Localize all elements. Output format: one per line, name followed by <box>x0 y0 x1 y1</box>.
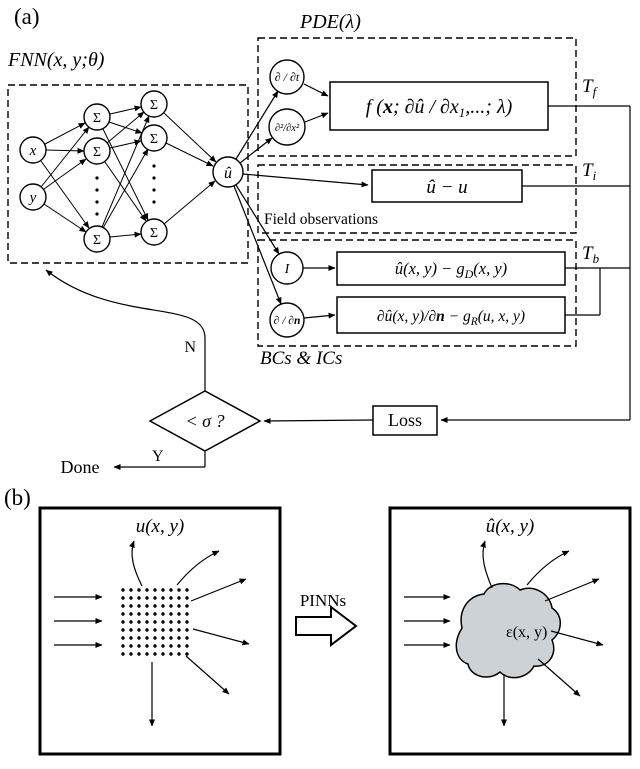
panel-b-label: (b) <box>4 485 31 510</box>
operator-d2dx2-node <box>268 108 306 146</box>
branch-yes-label: Y <box>152 448 164 465</box>
hidden-node <box>140 218 168 246</box>
true-field-box <box>38 506 282 756</box>
epsilon-blob <box>455 582 561 679</box>
sigma-label: Σ <box>150 226 158 241</box>
input-node-y <box>19 183 47 211</box>
robin-residual-label: ∂û(x, y)/∂n − gR(u, x, y) <box>377 308 525 328</box>
sigma-label: Σ <box>93 111 101 126</box>
output-u-hat-label: û <box>224 165 232 182</box>
panel-a-label: (a) <box>14 4 40 29</box>
loss-label: Loss <box>388 410 422 430</box>
decision-label: < σ ? <box>185 411 224 431</box>
done-label: Done <box>61 457 100 477</box>
observations-residual-label: û − u <box>426 177 467 198</box>
predicted-field-box <box>388 506 632 756</box>
sigma-label: Σ <box>150 132 158 147</box>
hidden-node <box>83 225 111 253</box>
hidden-layer-ellipsis <box>95 164 156 216</box>
dirichlet-residual-label: û(x, y) − gD(x, y) <box>395 259 507 281</box>
observations-box <box>257 164 577 234</box>
panel-b: (b) u(x, y) PINNs <box>4 485 632 756</box>
pinns-block-arrow-icon <box>295 604 358 648</box>
pde-title: PDE(λ) <box>299 11 361 33</box>
pde-block: PDE(λ) ∂ / ∂t ∂²/∂x² f (x; ∂û / ∂x1,...;… <box>257 11 577 157</box>
hidden-node <box>83 103 111 131</box>
observations-caption: Field observations <box>264 211 378 228</box>
observations-block: û − u Field observations <box>257 164 577 234</box>
operator-identity-label: I <box>284 262 291 277</box>
input-x-label: x <box>29 143 37 159</box>
pinns-transition: PINNs <box>295 591 358 648</box>
sigma-label: Σ <box>93 233 101 248</box>
term-tf: Tf <box>582 76 599 99</box>
predicted-field-domain: û(x, y) ε(x, y) <box>388 506 632 756</box>
pde-box <box>257 37 577 157</box>
pde-residual-box <box>329 81 549 131</box>
panel-a: (a) FNN(x, y;θ) <box>7 4 631 477</box>
term-ti: Ti <box>582 160 597 183</box>
feedback-path <box>45 269 206 391</box>
operator-identity-node <box>270 251 304 285</box>
output-node <box>212 156 244 188</box>
bc-block: I ∂ / ∂n û(x, y) − gD(x, y) ∂û(x, y)/∂n … <box>257 239 577 369</box>
sigma-label: Σ <box>150 98 158 113</box>
fnn-box <box>7 84 249 264</box>
fnn-title: FNN(x, y;θ) <box>7 49 105 71</box>
operator-ddt-node <box>269 59 305 95</box>
measurement-dot-grid <box>121 588 189 656</box>
sigma-label: Σ <box>93 145 101 160</box>
dirichlet-residual-box <box>336 251 566 286</box>
pde-residual-label: f (x; ∂û / ∂x1,...; λ) <box>366 96 513 120</box>
hidden-node <box>140 90 168 118</box>
hidden-node <box>83 137 111 165</box>
true-field-title: u(x, y) <box>136 516 185 537</box>
nn-edges <box>40 105 217 238</box>
branch-no-label: N <box>184 339 196 356</box>
nn-nodes: x y Σ Σ Σ Σ Σ Σ û <box>19 90 244 253</box>
operator-d2dx2-label: ∂²/∂x² <box>275 123 300 134</box>
predicted-field-arrows <box>404 540 604 727</box>
operator-ddn-node <box>269 302 305 338</box>
true-field-domain: u(x, y) <box>38 506 282 756</box>
pinns-label: PINNs <box>300 591 346 610</box>
true-field-arrows <box>54 540 250 727</box>
hidden-node <box>140 124 168 152</box>
loss-box <box>372 405 438 436</box>
loss-to-decision-arrow <box>263 417 374 424</box>
input-y-label: y <box>28 190 37 206</box>
epsilon-blob-label: ε(x, y) <box>506 624 547 641</box>
loss-collector-lines <box>440 105 631 423</box>
bc-caption: BCs & ICs <box>260 348 342 369</box>
done-path <box>113 451 206 470</box>
operator-ddn-label: ∂ / ∂n <box>274 315 301 327</box>
bc-box <box>257 239 577 347</box>
input-node-x <box>19 136 47 164</box>
term-tb: Tb <box>582 243 600 266</box>
decision-diamond <box>148 390 262 452</box>
robin-residual-box <box>336 296 566 334</box>
predicted-field-title: û(x, y) <box>486 516 535 537</box>
operator-ddt-label: ∂ / ∂t <box>275 70 300 84</box>
